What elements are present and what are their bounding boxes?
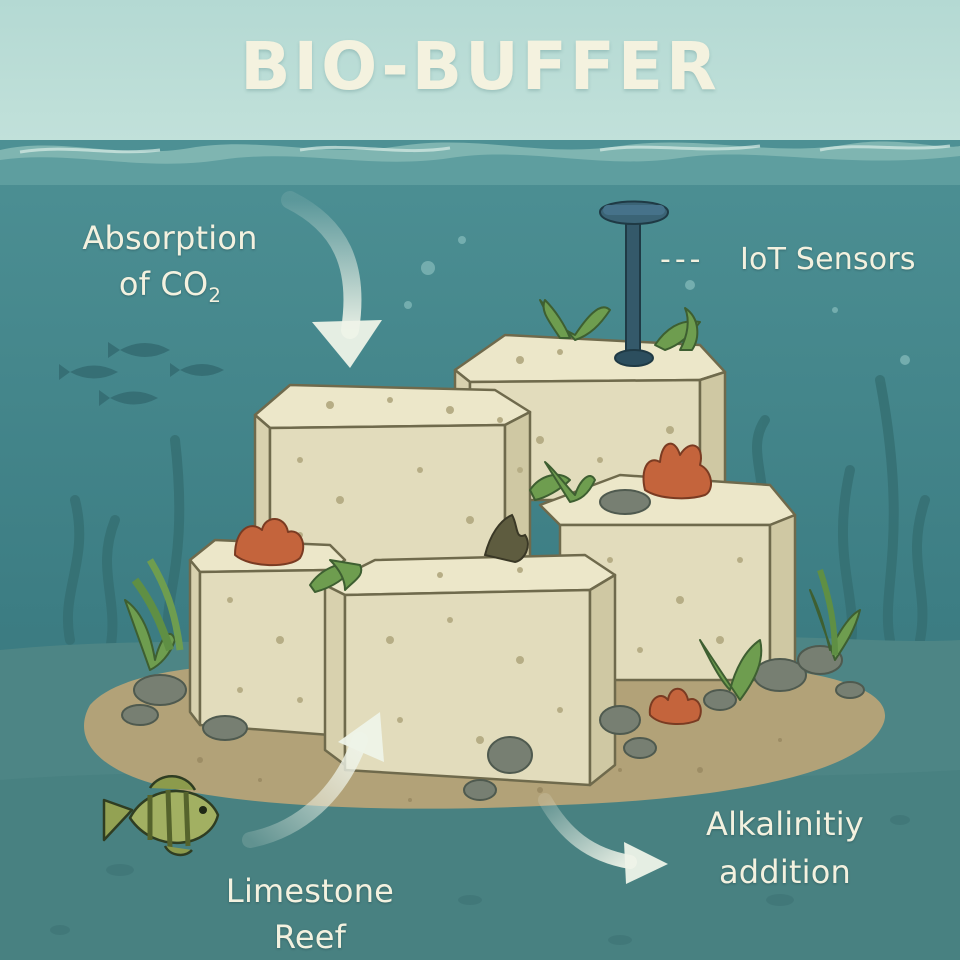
dark-plant [483, 513, 529, 564]
co2-label-line2: of CO2 [118, 265, 222, 307]
wave-surface [0, 141, 960, 185]
co2-label-line1: Absorption [82, 219, 258, 257]
page-title: BIO-BUFFER [240, 28, 720, 105]
arrow-down-icon [281, 191, 382, 368]
sensors-leader-line: --- [660, 242, 705, 277]
seaweed-icon [124, 299, 861, 701]
limestone-block-left [188, 538, 347, 737]
rock-icon [121, 489, 865, 801]
arrow-up-icon [242, 712, 384, 848]
sky [0, 0, 960, 160]
co2-absorption-label: Absorption of CO2 [60, 215, 280, 307]
limestone-reef-label: Limestone Reef [200, 868, 420, 960]
alkalinity-addition-label: Alkalinitiy addition [680, 800, 890, 896]
arrow-right-icon [538, 793, 668, 884]
iot-sensors-label: --- IoT Sensors [660, 240, 916, 280]
fish-icon [102, 775, 220, 857]
alk-label-line1: Alkalinitiy [706, 805, 864, 843]
reef-label-line2: Reef [273, 918, 347, 956]
reef-label-line1: Limestone [225, 872, 395, 910]
sensor-post-icon [598, 200, 670, 367]
coral-icon [234, 442, 712, 725]
background-fish-school [59, 342, 224, 406]
sensors-label-text: IoT Sensors [739, 242, 916, 277]
alk-label-line2: addition [718, 853, 852, 891]
bubbles [404, 236, 910, 365]
limestone-pores [227, 349, 743, 744]
